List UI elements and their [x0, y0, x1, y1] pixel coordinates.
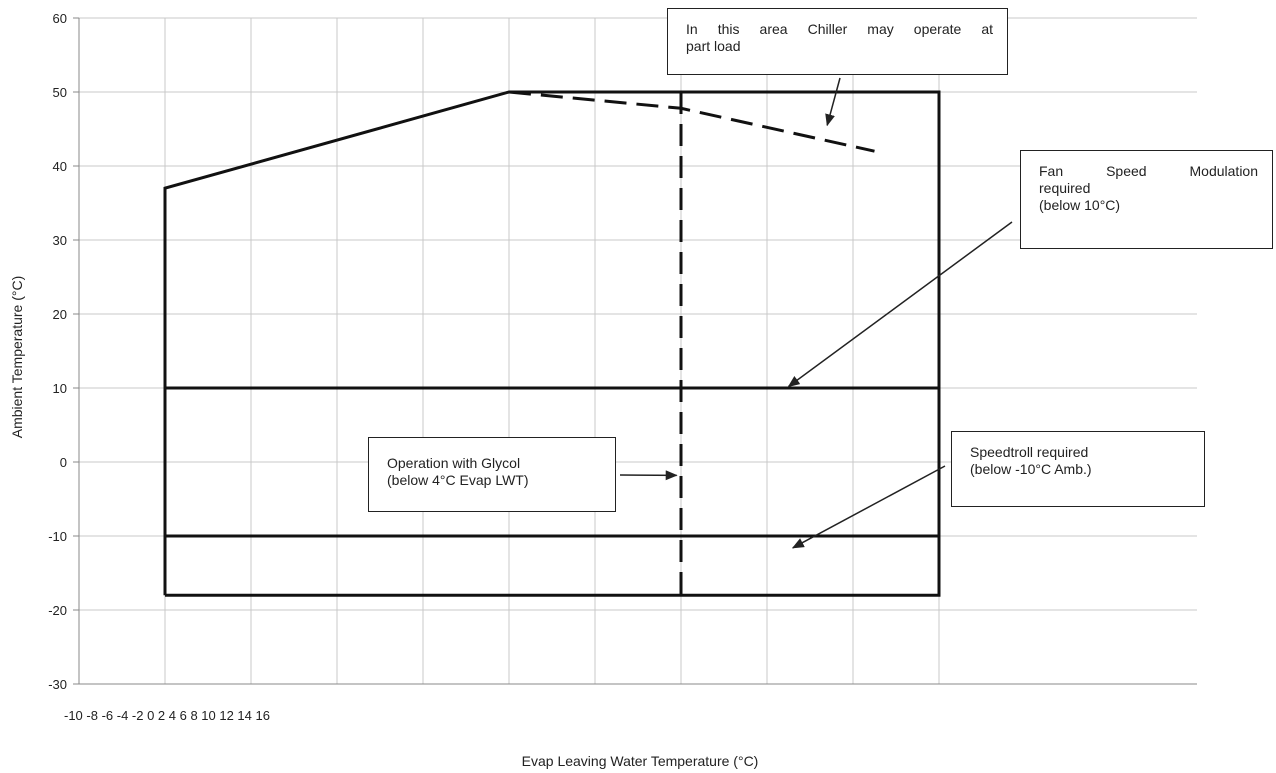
annotation-line: (below 4°C Evap LWT)	[387, 472, 529, 488]
annotation-line: required	[1039, 180, 1091, 196]
y-tick-label: -20	[48, 603, 67, 618]
annotation-line: part load	[686, 38, 741, 54]
x-tick-labels: -10 -8 -6 -4 -2 0 2 4 6 8 10 12 14 16	[64, 708, 270, 723]
arrow-fan-speed	[787, 221, 1013, 388]
y-tick-label: 60	[53, 11, 67, 26]
annotation-line: In this area Chiller may operate at	[686, 21, 993, 37]
y-tick-label: 30	[53, 233, 67, 248]
axes	[78, 18, 1197, 685]
x-axis-label: Evap Leaving Water Temperature (°C)	[522, 753, 759, 769]
annotation-speedtroll: Speedtroll required (below -10°C Amb.)	[951, 431, 1205, 507]
annotation-line: Fan Speed Modulation	[1039, 163, 1258, 179]
y-tick-label: 50	[53, 85, 67, 100]
y-axis-label: Ambient Temperature (°C)	[9, 276, 25, 439]
series	[163, 90, 941, 597]
annotation-fan-speed: Fan Speed Modulation required (below 10°…	[1020, 150, 1273, 249]
annotation-line: (below 10°C)	[1039, 197, 1121, 213]
series-line-2	[508, 90, 875, 153]
grid	[73, 17, 1197, 685]
arrow-speedtroll	[791, 465, 946, 549]
y-tick-label: 20	[53, 307, 67, 322]
annotation-glycol: Operation with Glycol (below 4°C Evap LW…	[368, 437, 616, 512]
y-tick-label: -30	[48, 677, 67, 692]
annotation-line: Speedtroll required	[970, 444, 1089, 460]
annotation-line: (below -10°C Amb.)	[970, 461, 1092, 477]
annotation-line: Operation with Glycol	[387, 455, 521, 471]
y-tick-label: 40	[53, 159, 67, 174]
annotation-part-load: In this area Chiller may operate at part…	[667, 8, 1008, 75]
y-tick-label: 10	[53, 381, 67, 396]
y-tick-label: -10	[48, 529, 67, 544]
y-tick-label: 0	[60, 455, 67, 470]
y-tick-labels: -30 -20 -10 0 10 20 30 40 50 60	[48, 11, 67, 692]
series-line-1	[163, 90, 941, 597]
arrow-part-load	[825, 77, 841, 127]
annotation-arrows	[619, 77, 1013, 549]
